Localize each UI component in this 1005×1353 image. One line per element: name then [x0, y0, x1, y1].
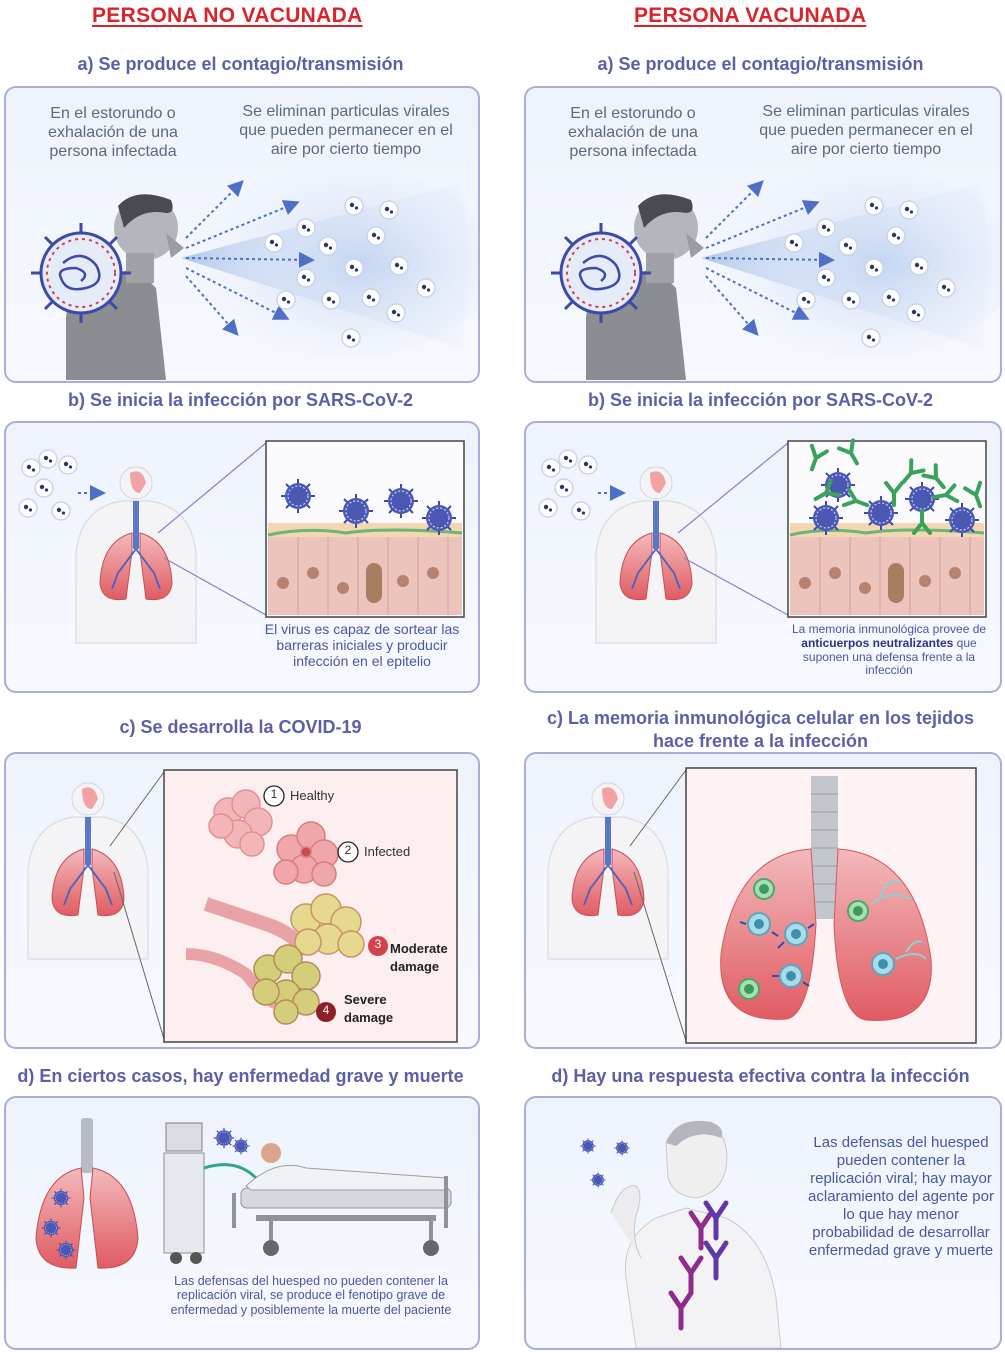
right-c-title: c) La memoria inmunológica celular en lo… [546, 708, 975, 751]
left-a-text-exhalation: En el estorundo o exhalación de una pers… [48, 105, 178, 161]
coughing-man-icon [579, 1120, 782, 1348]
right-d-title: d) Hay una respuesta efectiva contra la … [551, 1066, 970, 1086]
header-vaccinated: PERSONA VACUNADA [634, 4, 867, 27]
right-a-text-exhalation: En el estorundo o exhalación de una pers… [568, 105, 698, 161]
left-c-title: c) Se desarrolla la COVID-19 [119, 717, 362, 737]
header-unvaccinated: PERSONA NO VACUNADA [92, 4, 363, 27]
right-a-panel: En el estorundo o exhalación de una pers… [524, 86, 1002, 383]
hospital-bed-icon [35, 1118, 452, 1269]
respiratory-system-icon [75, 466, 197, 644]
stage-2-number: 2 [344, 843, 352, 857]
stage-2-label: Infected [364, 844, 411, 859]
stage-1-number: 1 [270, 787, 278, 801]
left-b-caption: El virus es capaz de sortear las barrera… [264, 621, 460, 670]
aerosol-cloud-icon [551, 168, 1000, 380]
left-d-panel: Las defensas del huesped no pueden conte… [4, 1096, 480, 1350]
left-a-text-particles: Se eliminan particulas virales que puede… [239, 103, 453, 159]
respiratory-system-icon [595, 466, 717, 644]
left-a-panel: En el estorundo o exhalación de una pers… [4, 86, 480, 383]
epithelium-icon [538, 438, 990, 644]
right-a-title: a) Se produce el contagio/transmisión [597, 54, 924, 74]
right-a-text-particles: Se eliminan particulas virales que puede… [759, 103, 973, 159]
right-b-caption: La memoria inmunológica provee de anticu… [791, 622, 987, 678]
stage-1-label: Healthy [290, 788, 335, 803]
right-c-panel [524, 752, 1002, 1049]
lungs-icon [35, 1118, 139, 1269]
right-d-panel: Las defensas del huesped pueden contener… [524, 1096, 1002, 1350]
right-b-panel: La memoria inmunológica provee de anticu… [524, 421, 1002, 693]
right-b-title: b) Se inicia la infección por SARS-CoV-2 [587, 390, 934, 410]
alveoli-icon [27, 769, 458, 1043]
left-a-title: a) Se produce el contagio/transmisión [77, 54, 404, 74]
virus-icon [551, 223, 651, 323]
lungs-icon [547, 767, 977, 1044]
right-d-caption: Las defensas del huesped pueden contener… [808, 1134, 994, 1259]
epithelium-icon [18, 440, 465, 644]
antibody-icon [668, 1200, 729, 1331]
left-d-caption: Las defensas del huesped no pueden conte… [170, 1274, 452, 1317]
left-b-panel: El virus es capaz de sortear las barrera… [4, 421, 480, 693]
stage-4-number: 4 [322, 1003, 330, 1017]
virus-icon [31, 223, 131, 323]
stage-3-number: 3 [374, 937, 382, 951]
left-b-title: b) Se inicia la infección por SARS-CoV-2 [67, 390, 414, 410]
left-d-title: d) En ciertos casos, hay enfermedad grav… [17, 1066, 464, 1086]
aerosol-cloud-icon [31, 168, 478, 380]
